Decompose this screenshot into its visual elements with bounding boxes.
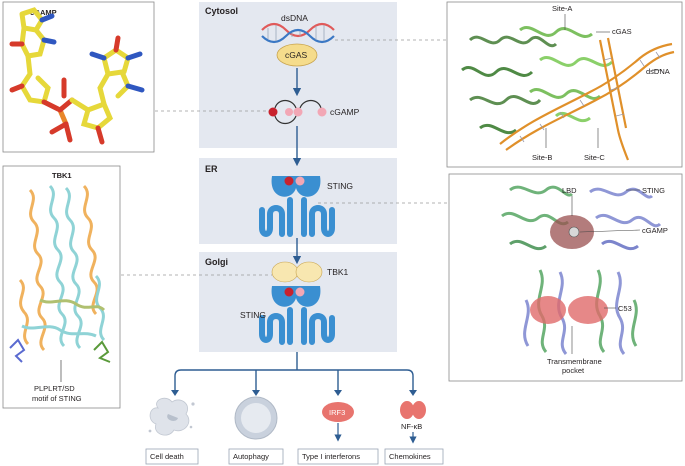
cgas-dsdna-label: dsDNA xyxy=(646,67,670,76)
sting-structure-box xyxy=(449,174,682,381)
cgas-label: cGAS xyxy=(285,50,308,60)
sting-pocket-surface-right xyxy=(568,296,608,324)
cell-death-label: Cell death xyxy=(150,452,184,461)
irf3-badge: IRF3 xyxy=(322,402,354,438)
sting-golgi-label: STING xyxy=(240,310,266,320)
sting-cgamp-ligand xyxy=(569,227,579,237)
cytosol-title: Cytosol xyxy=(205,6,238,16)
cgas-structure-box xyxy=(447,2,682,167)
outcome-branches xyxy=(175,352,413,392)
golgi-title: Golgi xyxy=(205,257,228,267)
sting-pocket-surface-left xyxy=(530,296,566,324)
chemokines-label: Chemokines xyxy=(389,452,431,461)
cgas-site-a-label: Site-A xyxy=(552,4,572,13)
cgas-site-c-label: Site-C xyxy=(584,153,605,162)
autophagy-icon xyxy=(235,397,277,439)
sting-c53-label: C53 xyxy=(618,304,632,313)
nfkb-badge: NF-κB xyxy=(400,401,426,440)
tbk1-caption-line1: PLPLRT/SD xyxy=(34,384,75,393)
cgamp-label: cGAMP xyxy=(330,107,360,117)
cytosol-panel xyxy=(199,2,397,148)
arrowhead-chemokines xyxy=(409,390,417,396)
autophagy-label: Autophagy xyxy=(233,452,269,461)
sting-cgamp-label: cGAMP xyxy=(642,226,668,235)
svg-text:IRF3: IRF3 xyxy=(329,408,345,417)
sting-pocket-line1: Transmembrane xyxy=(547,357,602,366)
arrowhead-autophagy xyxy=(252,390,260,396)
er-title: ER xyxy=(205,164,218,174)
cgas-site-b-label: Site-B xyxy=(532,153,552,162)
sting-structure-name: STING xyxy=(642,186,665,195)
cell-death-icon xyxy=(149,398,195,435)
arrowhead-cell-death xyxy=(171,390,179,396)
tbk1-golgi-label: TBK1 xyxy=(327,267,349,277)
arrowhead-interferons xyxy=(334,390,342,396)
cgas-structure-name: cGAS xyxy=(612,27,632,36)
sting-er-label: STING xyxy=(327,181,353,191)
tbk1-caption-line2: motif of STING xyxy=(32,394,82,403)
sting-pocket-line2: pocket xyxy=(562,366,585,375)
tbk1-structure-title: TBK1 xyxy=(52,171,72,180)
er-panel xyxy=(199,158,397,244)
svg-text:NF-κB: NF-κB xyxy=(401,422,422,431)
interferons-label: Type I interferons xyxy=(302,452,360,461)
dsdna-label: dsDNA xyxy=(281,13,308,23)
sting-lbd-label: LBD xyxy=(562,186,577,195)
